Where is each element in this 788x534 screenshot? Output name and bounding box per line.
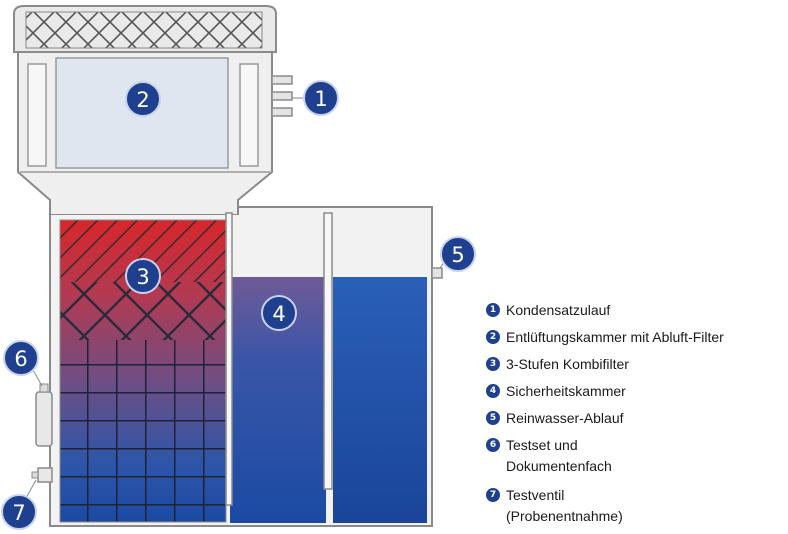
- legend-item-1: 1 Kondensatzulauf: [486, 300, 786, 321]
- legend-label: Sicherheitskammer: [506, 383, 626, 399]
- legend-number-badge: 2: [486, 330, 500, 344]
- legend-label: Entlüftungskammer mit Abluft-Filter: [506, 329, 724, 345]
- legend-number-badge: 7: [486, 488, 500, 502]
- legend: 1 Kondensatzulauf 2 Entlüftungskammer mi…: [486, 300, 786, 527]
- test-set-box: [35, 383, 53, 447]
- legend-item-5: 5 Reinwasser-Ablauf: [486, 408, 786, 429]
- callout-5: 5: [440, 236, 476, 272]
- svg-text:2: 2: [136, 88, 149, 112]
- legend-item-2: 2 Entlüftungskammer mit Abluft-Filter: [486, 327, 786, 348]
- legend-number-badge: 3: [486, 357, 500, 371]
- legend-label: 3-Stufen Kombifilter: [506, 356, 629, 372]
- legend-label: Testventil (Probenentnahme): [506, 487, 623, 524]
- svg-text:4: 4: [272, 302, 285, 326]
- callout-3: 3: [125, 258, 161, 294]
- test-valve: [31, 467, 53, 483]
- legend-item-4: 4 Sicherheitskammer: [486, 381, 786, 402]
- ventilation-chamber: [17, 51, 273, 216]
- legend-item-6: 6 Testset und Dokumentenfach: [486, 435, 786, 477]
- legend-label: Kondensatzulauf: [506, 302, 611, 318]
- callout-6: 6: [3, 340, 39, 376]
- svg-text:1: 1: [314, 87, 327, 111]
- lid: [13, 5, 277, 53]
- legend-item-7: 7 Testventil (Probenentnahme): [486, 485, 786, 527]
- legend-number-badge: 1: [486, 303, 500, 317]
- legend-number-badge: 6: [486, 438, 500, 452]
- svg-text:3: 3: [136, 265, 149, 289]
- clean-water-chamber: [323, 212, 427, 523]
- legend-number-badge: 5: [486, 411, 500, 425]
- callout-4: 4: [261, 295, 297, 331]
- callout-7: 7: [1, 494, 37, 530]
- callout-2: 2: [125, 81, 161, 117]
- legend-number-badge: 4: [486, 384, 500, 398]
- svg-text:6: 6: [14, 347, 27, 371]
- callout-1: 1: [303, 80, 339, 116]
- svg-text:7: 7: [12, 501, 25, 525]
- combination-filter: [59, 219, 227, 523]
- legend-item-3: 3 3-Stufen Kombifilter: [486, 354, 786, 375]
- condensate-inlet: [271, 75, 293, 117]
- legend-label: Testset und Dokumentenfach: [506, 437, 612, 474]
- svg-text:5: 5: [451, 243, 464, 267]
- clean-water-outlet: [431, 267, 443, 279]
- legend-label: Reinwasser-Ablauf: [506, 410, 624, 426]
